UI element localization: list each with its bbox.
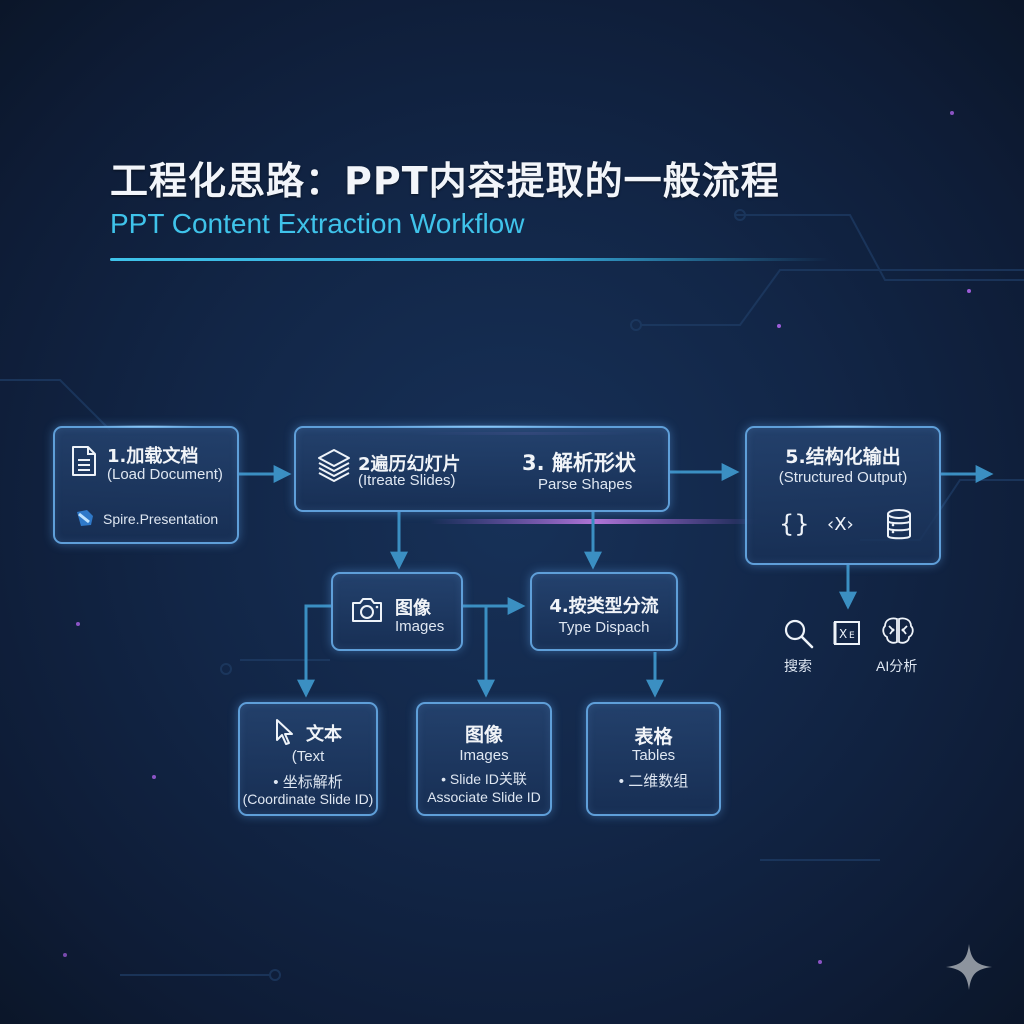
step-3-title: 3. 解析形状 bbox=[522, 451, 636, 475]
step-iterate-parse[interactable]: 2遍历幻灯片 (Itreate Slides) 3. 解析形状 Parse Sh… bbox=[294, 425, 670, 512]
step-4-english: Type Dispach bbox=[558, 619, 650, 636]
svg-text:E: E bbox=[849, 631, 855, 641]
images-node[interactable]: 图像 Images bbox=[331, 572, 463, 651]
title-divider bbox=[110, 258, 830, 261]
step-5-title: 5.结构化输出 bbox=[785, 446, 901, 468]
layers-icon bbox=[318, 449, 350, 482]
step-type-dispatch[interactable]: 4.按类型分流 Type Dispach bbox=[530, 572, 678, 651]
leaf-tables[interactable]: 表格 Tables • 二维数组 bbox=[586, 702, 721, 816]
leaf-tables-english: Tables bbox=[631, 747, 676, 764]
ai-analysis-label: AI分析 bbox=[876, 658, 918, 674]
search-label: 搜索 bbox=[784, 658, 812, 674]
step-structured-output[interactable]: 5.结构化输出 (Structured Output) {} ‹X› bbox=[745, 425, 941, 565]
step-2-title: 2遍历幻灯片 bbox=[358, 454, 461, 475]
database-icon bbox=[887, 509, 911, 540]
glow-streak bbox=[430, 519, 760, 524]
excel-icon[interactable]: X E bbox=[833, 619, 861, 647]
leaf-images[interactable]: 图像 Images • Slide ID关联 Associate Slide I… bbox=[416, 702, 552, 816]
cursor-icon bbox=[276, 719, 293, 745]
page-subtitle: PPT Content Extraction Workflow bbox=[110, 208, 525, 239]
leaf-text-bullet: • 坐标解析 bbox=[273, 774, 343, 791]
circuit-traces bbox=[0, 209, 1024, 981]
page-title: 工程化思路：PPT内容提取的一般流程 bbox=[110, 159, 780, 203]
leaf-text-title: 文本 bbox=[306, 724, 342, 745]
leaf-text-bullet-en: (Coordinate Slide ID) bbox=[242, 791, 374, 807]
step-1-title: 1.加载文档 bbox=[107, 446, 199, 467]
camera-icon bbox=[352, 598, 382, 622]
leaf-tables-title: 表格 bbox=[634, 726, 673, 748]
leaf-tables-bullet: • 二维数组 bbox=[618, 773, 689, 790]
search-icon[interactable] bbox=[783, 618, 815, 650]
sparkle-icon bbox=[946, 944, 992, 990]
images-node-title: 图像 bbox=[395, 598, 431, 619]
step-1-english: (Load Document) bbox=[107, 466, 223, 483]
xml-tag-icon: ‹X› bbox=[827, 514, 854, 535]
brain-icon[interactable] bbox=[881, 616, 915, 646]
library-label: Spire.Presentation bbox=[103, 511, 219, 527]
svg-text:X: X bbox=[839, 627, 847, 641]
leaf-images-bullet: • Slide ID关联 bbox=[441, 771, 527, 787]
leaf-images-english: Images bbox=[459, 747, 509, 764]
json-braces-icon: {} bbox=[779, 510, 810, 538]
spire-logo-icon bbox=[77, 510, 93, 526]
step-load-document[interactable]: 1.加载文档 (Load Document) Spire.Presentatio… bbox=[53, 425, 239, 544]
step-3-english: Parse Shapes bbox=[538, 476, 633, 493]
leaf-images-title: 图像 bbox=[464, 724, 503, 746]
step-4-title: 4.按类型分流 bbox=[549, 596, 659, 617]
step-5-english: (Structured Output) bbox=[778, 469, 908, 486]
leaf-text[interactable]: 文本 (Text • 坐标解析 (Coordinate Slide ID) bbox=[238, 702, 378, 816]
leaf-images-bullet-en: Associate Slide ID bbox=[427, 789, 541, 805]
leaf-text-english: (Text bbox=[291, 748, 325, 765]
images-node-english: Images bbox=[395, 618, 445, 635]
document-icon bbox=[72, 446, 96, 476]
step-2-english: (Itreate Slides) bbox=[358, 472, 456, 489]
